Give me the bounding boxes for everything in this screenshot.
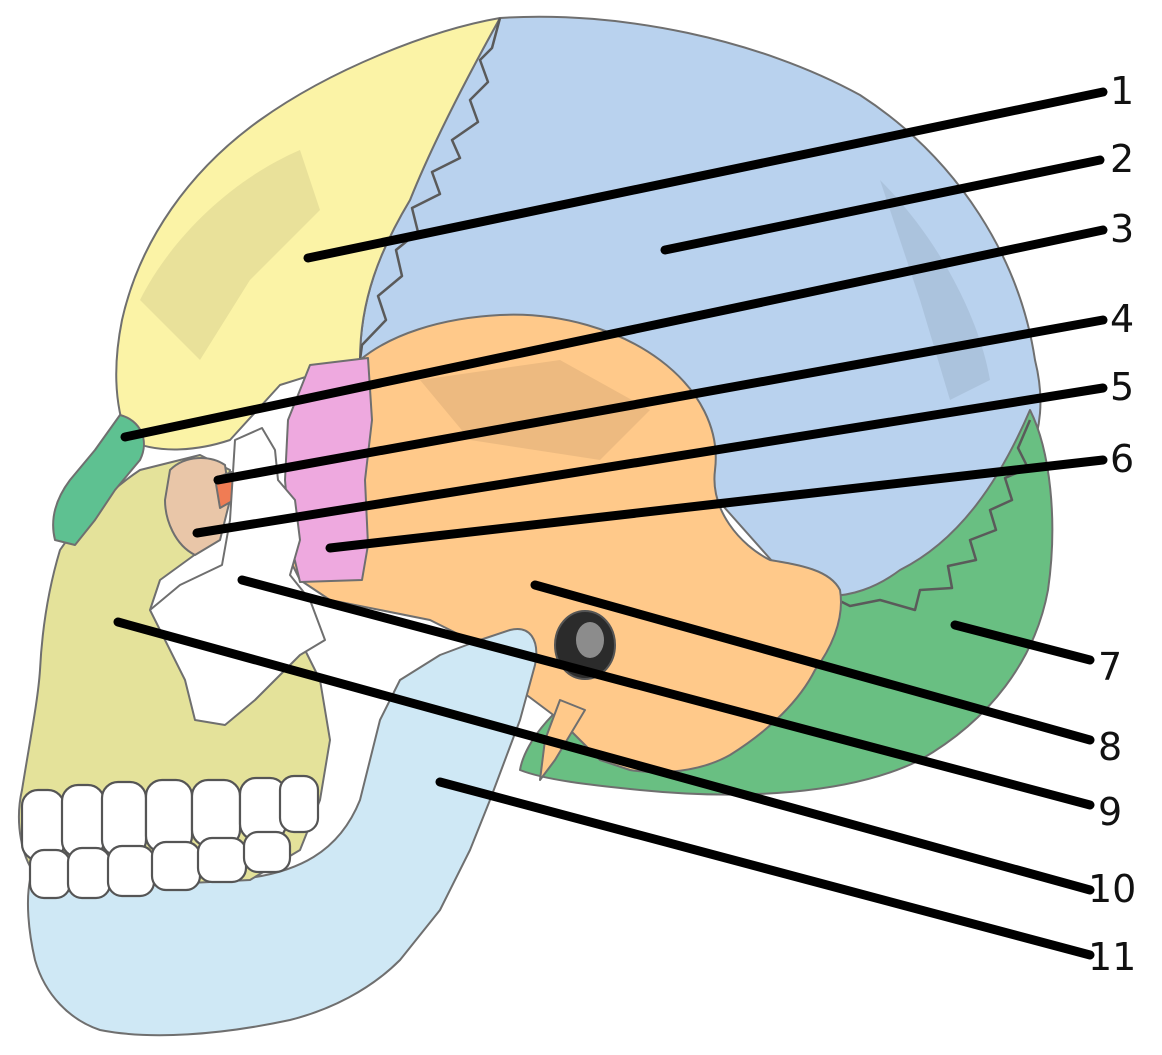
- label-1: 1: [1110, 69, 1134, 113]
- label-3: 3: [1110, 207, 1134, 251]
- label-11: 11: [1088, 935, 1136, 979]
- ear-canal-highlight: [576, 622, 604, 658]
- label-8: 8: [1098, 725, 1122, 769]
- label-5: 5: [1110, 365, 1134, 409]
- label-6: 6: [1110, 437, 1134, 481]
- leader-line-11: [440, 782, 1090, 955]
- label-2: 2: [1110, 137, 1134, 181]
- label-7: 7: [1098, 645, 1122, 689]
- label-9: 9: [1098, 790, 1122, 834]
- number-labels: 1 2 3 4 5 6 7 8 9 10 11: [1088, 69, 1136, 979]
- label-10: 10: [1088, 867, 1136, 911]
- label-4: 4: [1110, 297, 1134, 341]
